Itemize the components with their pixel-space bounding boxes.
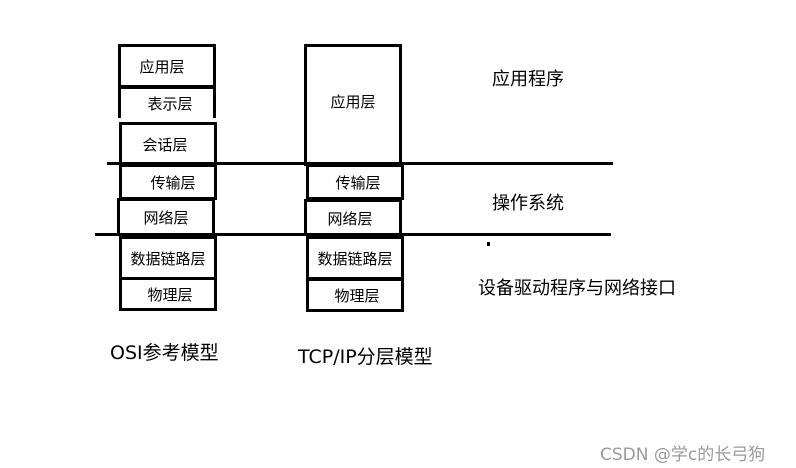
osi-model-title: OSI参考模型	[110, 342, 219, 364]
osi-layer-label: 网络层	[143, 209, 189, 227]
tcpip-layer-label: 数据链路层	[317, 249, 393, 268]
region-label-application: 应用程序	[492, 69, 564, 90]
osi-layer-label: 传输层	[150, 173, 196, 192]
region-label-driver: 设备驱动程序与网络接口	[478, 278, 676, 299]
osi-layer-label: 会话层	[142, 135, 188, 154]
stray-dot	[487, 242, 490, 246]
osi-layer-transport: 传输层	[119, 164, 217, 200]
tcpip-model-title: TCP/IP分层模型	[298, 346, 433, 368]
region-label-os: 操作系统	[492, 193, 564, 214]
divider-os-driver	[95, 233, 611, 236]
osi-layer-label: 应用层	[139, 57, 185, 76]
osi-layer-datalink: 数据链路层	[119, 236, 217, 280]
divider-app-os	[107, 162, 613, 165]
tcpip-layer-datalink: 数据链路层	[306, 236, 404, 280]
tcpip-layer-network: 网络层	[304, 199, 402, 235]
watermark: CSDN @学c的长弓狗	[600, 445, 766, 465]
osi-layer-physical: 物理层	[119, 277, 217, 311]
tcpip-layer-physical: 物理层	[306, 278, 404, 312]
tcpip-layer-label: 物理层	[334, 286, 380, 305]
osi-layer-label: 数据链路层	[130, 249, 206, 268]
tcpip-layer-label: 传输层	[335, 173, 381, 192]
osi-layer-label: 表示层	[147, 95, 193, 113]
tcpip-layer-transport: 传输层	[306, 164, 404, 200]
osi-layer-network: 网络层	[117, 198, 215, 234]
tcpip-layer-application: 应用层	[304, 44, 402, 166]
osi-layer-session: 会话层	[119, 122, 217, 166]
tcpip-layer-label: 应用层	[330, 92, 376, 111]
osi-layer-presentation: 表示层	[118, 86, 216, 118]
tcpip-layer-label: 网络层	[327, 210, 373, 228]
osi-layer-label: 物理层	[147, 285, 193, 304]
osi-layer-application: 应用层	[118, 44, 216, 88]
